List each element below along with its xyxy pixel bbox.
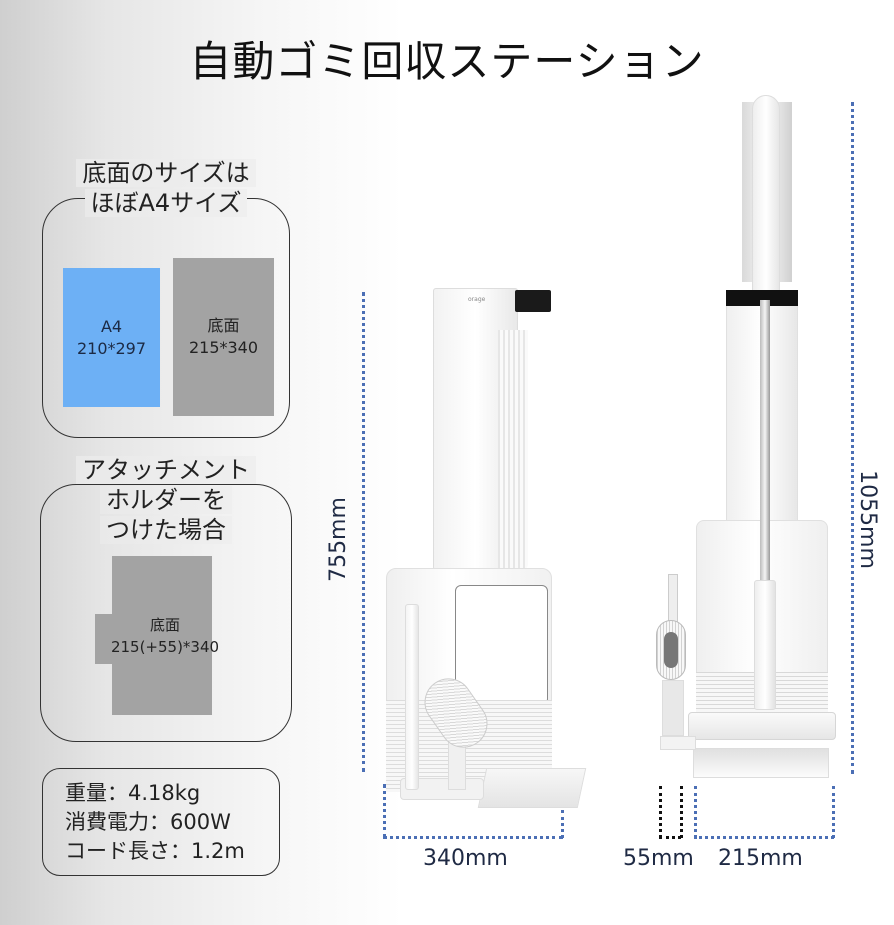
station-arm [498, 330, 528, 570]
footprint-heading-line2: ほぼA4サイズ [84, 189, 248, 217]
page-title: 自動ゴミ回収ステーション [189, 37, 705, 86]
front-holder-foot [660, 736, 696, 750]
holder-width-line [659, 836, 681, 839]
holder-heading-line2: ホルダーを [100, 486, 232, 514]
base-size: 215*340 [188, 338, 259, 357]
crevice-tool [405, 604, 419, 790]
vacuum-grip [754, 580, 776, 710]
a4-size: 210*297 [76, 338, 147, 358]
holder-heading-line1: アタッチメント [76, 456, 256, 484]
holder-width-line-right [680, 786, 683, 838]
station-front-plate [693, 748, 829, 778]
depth-line [383, 836, 563, 839]
holder-extension-shape [95, 614, 113, 664]
holder-base-shape [112, 556, 212, 715]
footprint-heading: 底面のサイズは ほぼA4サイズ [42, 158, 290, 218]
holder-base-box: 底面 215(+55)*340 [95, 556, 235, 715]
a4-size-box: A4 210*297 [63, 268, 160, 407]
depth-label: 340mm [423, 846, 508, 871]
holder-heading-line3: つけた場合 [100, 516, 232, 544]
front-brush-core [664, 632, 678, 668]
base-label: 底面 [207, 316, 240, 335]
width-line [694, 836, 834, 839]
holder-base-label: 底面 [149, 615, 180, 634]
a4-label: A4 [100, 316, 123, 336]
vacuum-floor-head [688, 712, 836, 740]
width-label: 215mm [718, 846, 803, 871]
station-floor-plate [477, 768, 587, 808]
spec-cord-length: コード長さ：1.2m [65, 839, 245, 863]
width-line-right [832, 786, 835, 838]
spec-weight: 重量：4.18kg [65, 781, 201, 805]
holder-width-line-left [659, 786, 662, 838]
vacuum-handle [752, 95, 780, 305]
depth-line-left [383, 784, 386, 838]
depth-line-right [561, 810, 564, 838]
holder-width-label: 55mm [623, 846, 694, 871]
base-size-box: 底面 215*340 [173, 258, 274, 416]
station-bin-door [455, 585, 548, 705]
width-line-left [694, 786, 697, 838]
height-1055-label: 1055mm [854, 470, 880, 569]
holder-heading: アタッチメント ホルダーを つけた場合 [40, 455, 292, 545]
height-1055-line [851, 102, 854, 774]
height-755-label: 755mm [325, 497, 351, 582]
front-holder-stand [662, 680, 684, 736]
height-755-line [362, 292, 365, 772]
brand-mark: orage [468, 296, 486, 303]
station-front-dock-band [726, 290, 798, 306]
holder-base-size: 215(+55)*340 [110, 637, 220, 656]
footprint-heading-line1: 底面のサイズは [76, 159, 256, 187]
specs-panel: 重量：4.18kg 消費電力：600W コード長さ：1.2m [42, 768, 280, 876]
vacuum-tube [760, 300, 770, 700]
spec-power: 消費電力：600W [65, 810, 231, 834]
holder-panel [40, 484, 292, 742]
station-dock-head [515, 290, 551, 312]
